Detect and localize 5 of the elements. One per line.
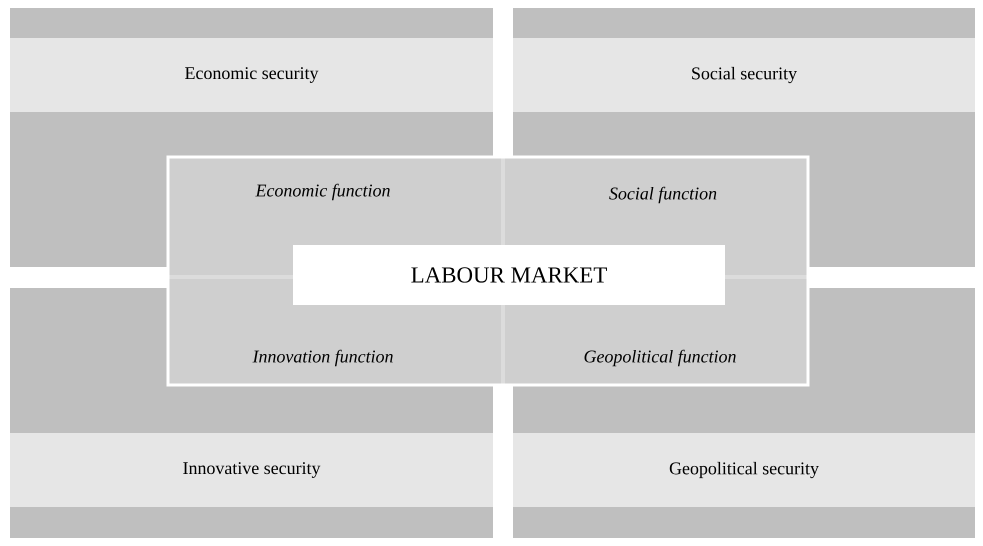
title-box: LABOUR MARKET <box>293 245 725 305</box>
function-label: Social function <box>609 186 716 204</box>
function-label: Geopolitical function <box>584 350 736 366</box>
function-label: Economic function <box>255 184 390 200</box>
function-label: Innovation function <box>252 350 393 366</box>
